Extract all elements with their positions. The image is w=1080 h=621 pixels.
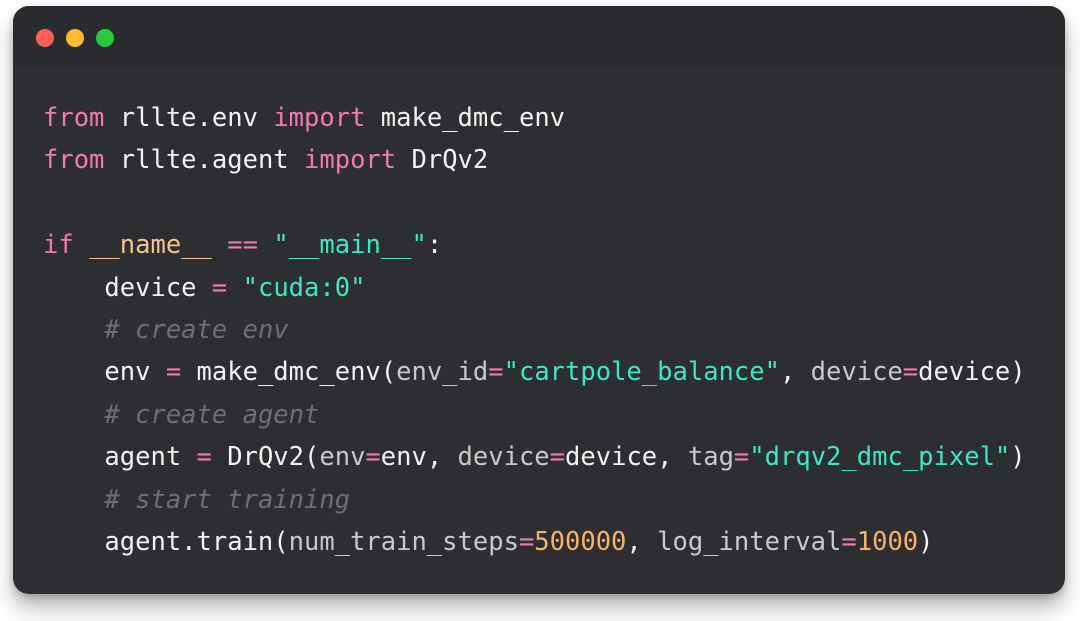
code-token: env	[43, 357, 166, 388]
code-line: env = make_dmc_env(env_id="cartpole_bala…	[43, 351, 1065, 393]
code-token: =	[549, 442, 566, 473]
code-token: import	[273, 103, 366, 133]
maximize-window-button[interactable]	[96, 29, 114, 47]
code-token: )	[918, 526, 934, 557]
code-token	[43, 485, 104, 515]
code-token	[212, 230, 227, 260]
minimize-window-button[interactable]	[66, 29, 84, 47]
code-token: num_train_steps	[288, 526, 519, 557]
code-token: env,	[380, 442, 458, 473]
code-token	[43, 400, 104, 430]
code-token: if	[43, 230, 74, 261]
code-token: from	[43, 103, 105, 133]
code-token: 500000	[534, 526, 627, 557]
code-line: # start training	[43, 479, 1065, 521]
code-token	[74, 230, 89, 260]
code-token: agent	[43, 442, 197, 473]
code-token: 1000	[856, 526, 919, 557]
code-token	[43, 315, 104, 345]
code-token: =	[365, 442, 381, 473]
code-token: "drqv2_dmc_pixel"	[749, 442, 1011, 473]
code-token: ==	[227, 230, 258, 261]
code-token: make_dmc_env	[365, 103, 566, 133]
code-line: from rllte.env import make_dmc_env	[43, 97, 1065, 139]
code-token: env_id	[396, 357, 489, 388]
code-token: =	[902, 357, 919, 388]
code-token: device)	[918, 357, 1026, 388]
code-token: =	[196, 442, 212, 473]
code-token: =	[211, 272, 228, 303]
code-token: env	[319, 442, 366, 473]
code-token: # create agent	[104, 399, 320, 430]
code-token: from	[43, 145, 105, 176]
code-token: "__main__"	[273, 230, 427, 261]
code-line: # create env	[43, 309, 1065, 351]
code-token: DrQv2(	[211, 442, 320, 473]
code-token: rllte.env	[104, 103, 274, 133]
code-token: ,	[779, 357, 811, 388]
code-token: device	[43, 272, 212, 303]
code-line: # create agent	[43, 394, 1065, 436]
code-token: device	[810, 357, 903, 388]
code-token: # start training	[104, 484, 351, 515]
code-line: if __name__ == "__main__":	[43, 224, 1065, 266]
code-token: log_interval	[657, 526, 842, 557]
code-token: __name__	[89, 230, 212, 261]
close-window-button[interactable]	[36, 29, 54, 47]
code-line: device = "cuda:0"	[43, 267, 1065, 309]
code-token: )	[1010, 442, 1026, 473]
code-token	[227, 273, 242, 303]
code-token: DrQv2	[396, 145, 489, 176]
code-token: =	[841, 526, 857, 557]
code-line	[43, 182, 1065, 224]
code-token: # create env	[104, 314, 289, 345]
code-token: rllte.agent	[104, 145, 305, 176]
code-token: tag	[687, 442, 734, 473]
code-token: "cuda:0"	[242, 272, 366, 303]
code-token: ,	[626, 526, 658, 557]
window-titlebar	[13, 6, 1065, 69]
code-token: :	[426, 230, 443, 261]
code-token: device,	[565, 442, 688, 473]
code-token	[258, 230, 273, 260]
code-token: device	[457, 442, 550, 473]
code-token: import	[304, 145, 397, 176]
code-token: =	[518, 526, 535, 557]
code-token: make_dmc_env(	[181, 357, 397, 388]
code-token: agent.train(	[43, 526, 289, 557]
code-token: =	[165, 357, 182, 388]
code-token: =	[733, 442, 750, 473]
code-token: "cartpole_balance"	[503, 357, 780, 388]
code-line: agent = DrQv2(env=env, device=device, ta…	[43, 436, 1065, 478]
code-token: =	[488, 357, 504, 388]
code-line: agent.train(num_train_steps=500000, log_…	[43, 521, 1065, 563]
code-line: from rllte.agent import DrQv2	[43, 139, 1065, 181]
